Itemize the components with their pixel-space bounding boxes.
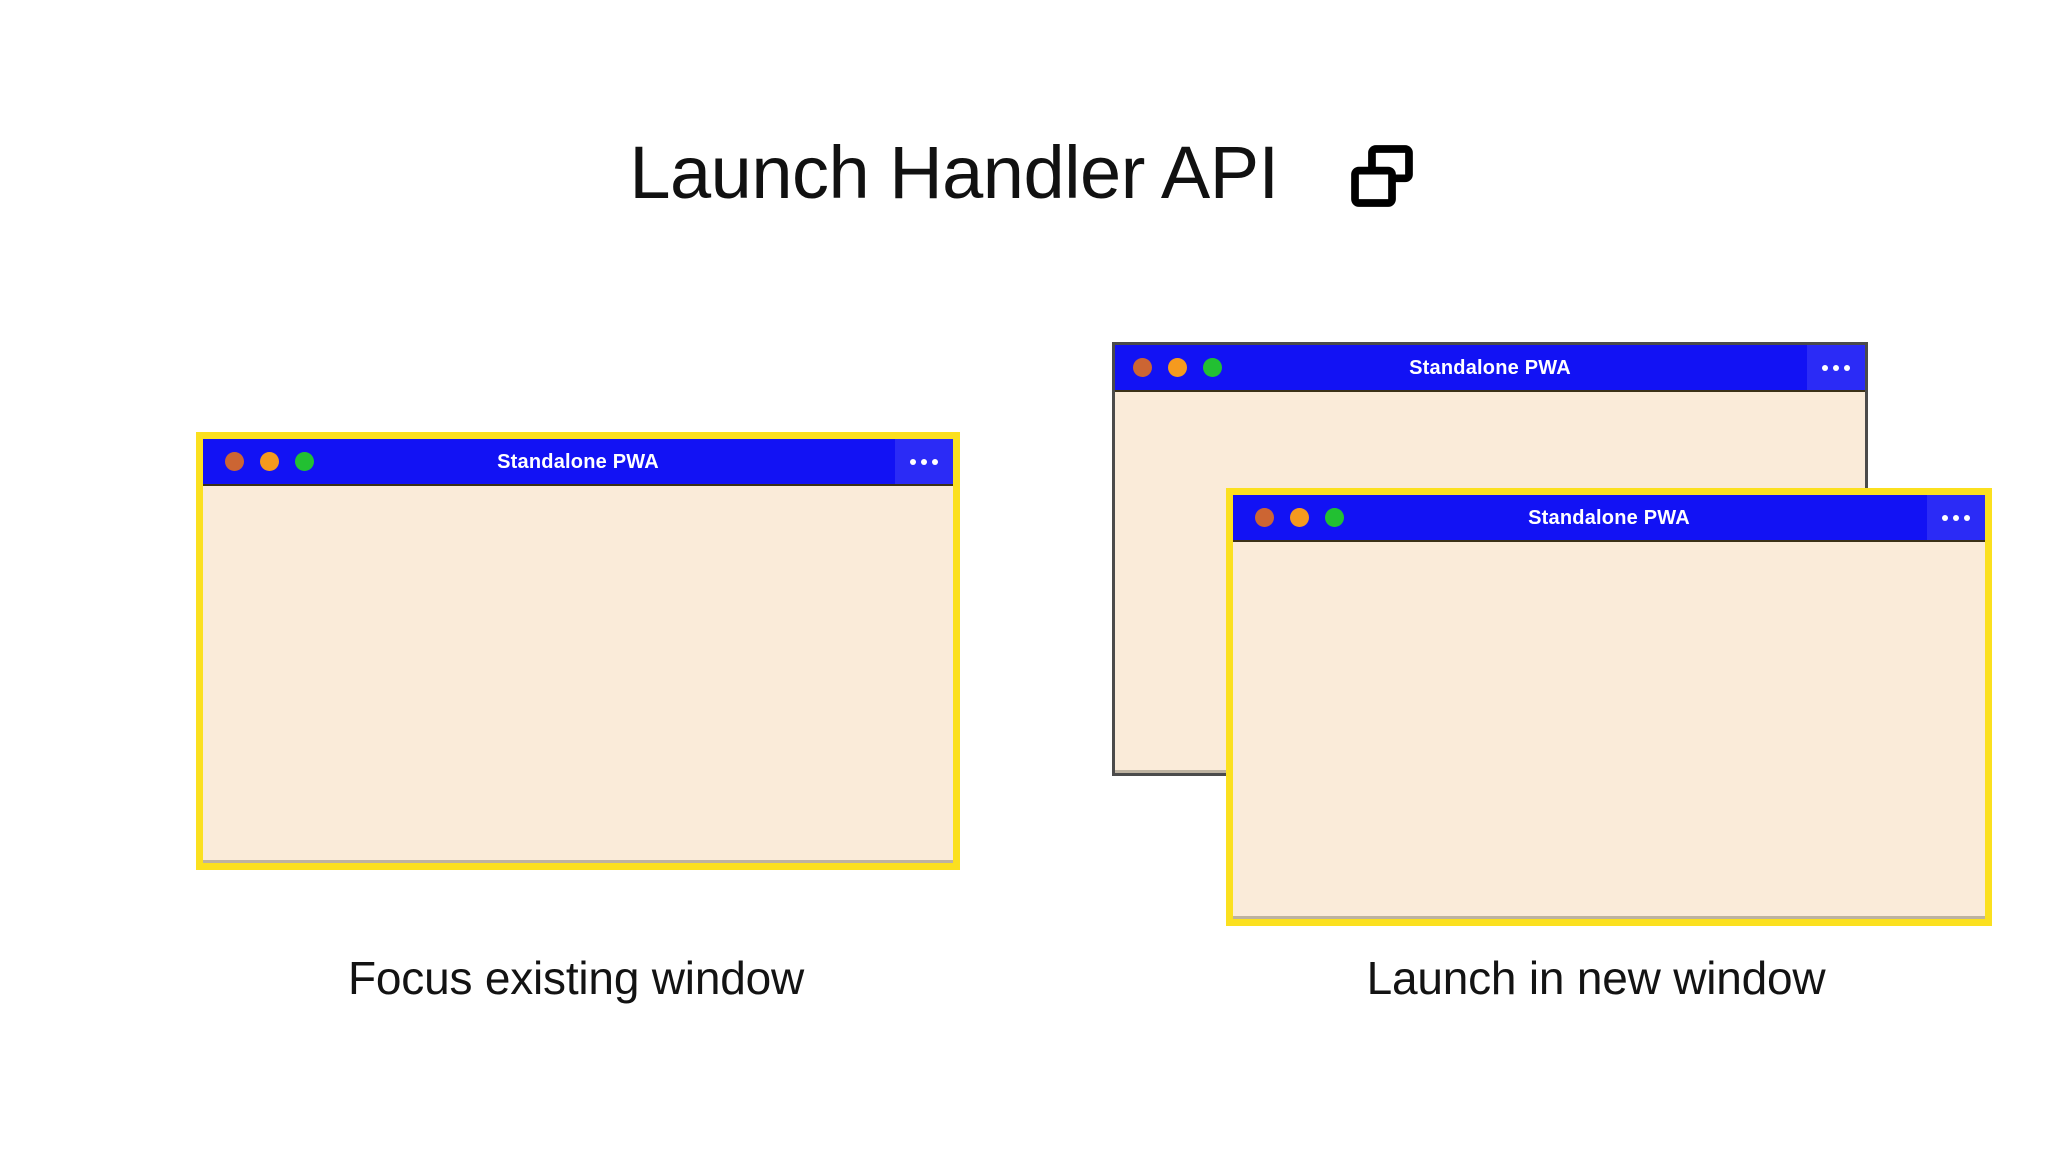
page-header: Launch Handler API — [0, 118, 2048, 228]
menu-dot — [1963, 514, 1970, 521]
caption-launch-new: Launch in new window — [1366, 952, 1826, 1004]
window-title: Standalone PWA — [497, 450, 659, 473]
close-icon[interactable] — [1133, 358, 1152, 377]
close-icon[interactable] — [225, 452, 244, 471]
close-icon[interactable] — [1255, 508, 1274, 527]
window-title: Standalone PWA — [1528, 506, 1690, 529]
window-inner: Standalone PWA — [1233, 495, 1985, 919]
window-titlebar[interactable]: Standalone PWA — [1233, 495, 1985, 542]
overflow-menu-icon[interactable] — [1927, 495, 1985, 540]
overflow-menu-icon[interactable] — [1807, 345, 1865, 390]
maximize-icon[interactable] — [1325, 508, 1344, 527]
menu-dot — [1953, 514, 1959, 521]
minimize-icon[interactable] — [260, 452, 279, 471]
traffic-lights — [225, 452, 314, 471]
windows-icon — [1350, 145, 1413, 207]
window-inner: Standalone PWA — [203, 439, 953, 863]
menu-dot — [910, 458, 917, 465]
pwa-window-focus-existing[interactable]: Standalone PWA — [196, 432, 960, 870]
menu-dot — [931, 458, 938, 465]
menu-dot — [1822, 364, 1829, 371]
overflow-menu-icon[interactable] — [895, 439, 953, 484]
menu-dot — [1843, 364, 1850, 371]
window-content-area — [203, 486, 953, 863]
menu-dot — [1833, 364, 1839, 371]
minimize-icon[interactable] — [1290, 508, 1309, 527]
traffic-lights — [1133, 358, 1222, 377]
minimize-icon[interactable] — [1168, 358, 1187, 377]
pwa-window-new-front[interactable]: Standalone PWA — [1226, 488, 1992, 926]
menu-dot — [921, 458, 927, 465]
traffic-lights — [1255, 508, 1344, 527]
window-content-area — [1233, 542, 1985, 919]
caption-focus-existing: Focus existing window — [347, 952, 804, 1004]
maximize-icon[interactable] — [1203, 358, 1222, 377]
maximize-icon[interactable] — [295, 452, 314, 471]
page-title: Launch Handler API — [629, 131, 1279, 214]
window-title: Standalone PWA — [1409, 356, 1571, 379]
window-titlebar[interactable]: Standalone PWA — [203, 439, 953, 486]
menu-dot — [1942, 514, 1949, 521]
window-titlebar[interactable]: Standalone PWA — [1115, 345, 1865, 392]
